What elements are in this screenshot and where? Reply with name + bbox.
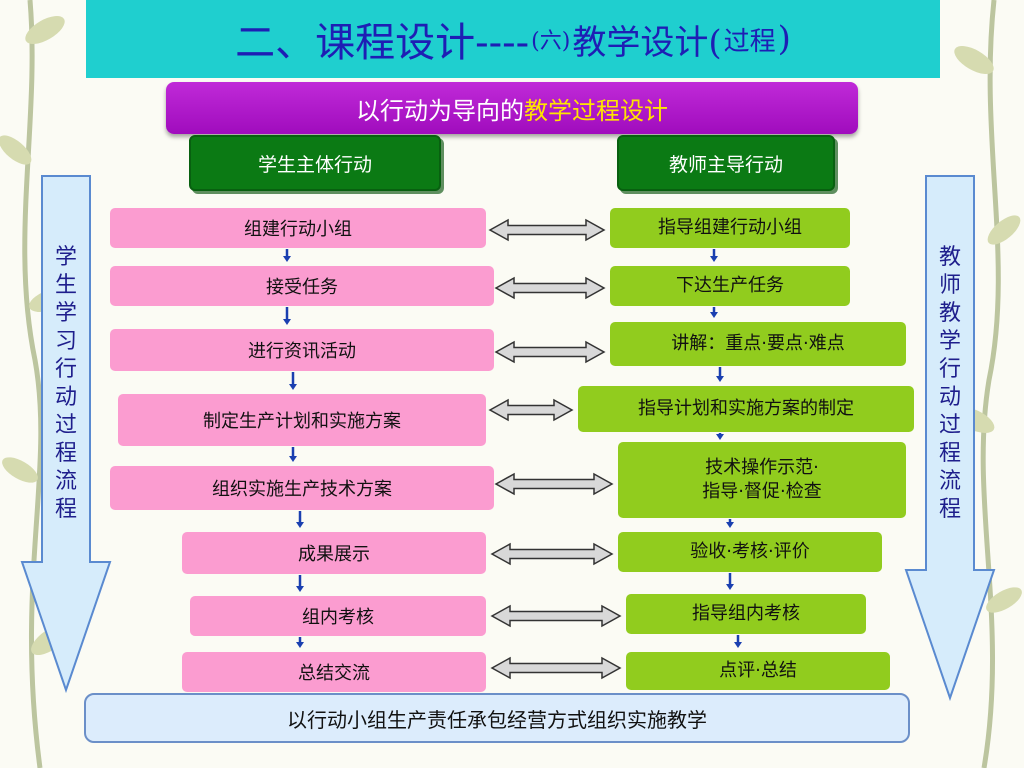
footer-text: 以行动小组生产责任承包经营方式组织实施教学 — [287, 707, 707, 732]
left-flow-char-5: 行 — [54, 357, 77, 382]
down-connector-head-6 — [296, 586, 304, 592]
down-connector-head-2 — [283, 319, 291, 325]
down-connector-head-9 — [710, 312, 718, 318]
title-paren: (六) — [531, 29, 571, 54]
teacher-step-4: 指导计划和实施方案的制定 — [578, 386, 914, 432]
bidirectional-arrow-6 — [490, 542, 614, 566]
bidirectional-arrow-3 — [494, 340, 606, 364]
bidirectional-arrow-5 — [494, 472, 614, 496]
left-flow-char-10: 程 — [54, 497, 77, 522]
footer-banner: 以行动小组生产责任承包经营方式组织实施教学 — [84, 693, 910, 743]
subtitle-banner: 以行动为导向的教学过程设计 — [166, 82, 858, 134]
left-flow-arrow — [20, 175, 112, 694]
title-tail: 过程 — [723, 26, 776, 57]
subtitle-highlight: 教学过程设计 — [524, 96, 668, 125]
title-close: ) — [777, 19, 791, 59]
right-flow-char-1: 教 — [938, 245, 961, 270]
right-flow-char-10: 程 — [938, 497, 961, 522]
page-title: 二、课程设计---- (六) 教学设计( 过程 ) — [86, 0, 940, 78]
right-flow-label: 教师教学行动过程流程 — [930, 244, 970, 524]
left-flow-char-4: 习 — [54, 329, 77, 354]
title-mid: 教学设计( — [572, 22, 722, 63]
down-connector-head-5 — [296, 522, 304, 528]
down-connector-head-1 — [283, 256, 291, 262]
right-flow-char-5: 行 — [938, 357, 961, 382]
bidirectional-arrow-7 — [490, 604, 622, 628]
teacher-step-5-line-2: 指导·督促·检查 — [702, 481, 822, 502]
left-flow-char-8: 程 — [54, 441, 77, 466]
subtitle-prefix: 以行动为导向的 — [356, 96, 524, 125]
down-connector-head-7 — [296, 642, 304, 648]
left-flow-char-6: 动 — [54, 385, 77, 410]
right-flow-char-3: 教 — [938, 301, 961, 326]
right-flow-char-7: 过 — [938, 413, 961, 438]
teacher-step-2: 下达生产任务 — [610, 266, 850, 306]
student-step-5: 组织实施生产技术方案 — [110, 466, 494, 510]
down-connector-head-11 — [716, 434, 724, 440]
bidirectional-arrow-8 — [490, 656, 622, 680]
left-flow-char-7: 过 — [54, 413, 77, 438]
teacher-step-3: 讲解：重点·要点·难点 — [610, 322, 906, 366]
student-step-4: 制定生产计划和实施方案 — [118, 394, 486, 446]
student-step-2: 接受任务 — [110, 266, 494, 306]
right-flow-arrow — [904, 175, 996, 702]
down-connector-head-14 — [734, 642, 742, 648]
right-flow-char-2: 师 — [938, 273, 961, 298]
bidirectional-arrow-4 — [488, 398, 574, 422]
down-connector-head-13 — [726, 584, 734, 590]
left-flow-label: 学生学习行动过程流程 — [46, 244, 86, 524]
bidirectional-arrow-1 — [488, 218, 606, 242]
teacher-header: 教师主导行动 — [617, 135, 835, 191]
teacher-step-1: 指导组建行动小组 — [610, 208, 850, 248]
teacher-step-6: 验收·考核·评价 — [618, 532, 882, 572]
teacher-step-5: 技术操作示范· 指导·督促·检查 — [618, 442, 906, 518]
title-main: 二、课程设计---- — [235, 20, 530, 66]
teacher-step-8: 点评·总结 — [626, 652, 890, 690]
student-step-3: 进行资讯活动 — [110, 329, 494, 371]
down-connector-head-10 — [716, 376, 724, 382]
teacher-step-7: 指导组内考核 — [626, 594, 866, 634]
left-flow-char-1: 学 — [54, 245, 77, 270]
left-flow-char-9: 流 — [54, 469, 77, 494]
left-flow-char-2: 生 — [54, 273, 77, 298]
down-connector-head-8 — [710, 256, 718, 262]
down-connector-head-12 — [726, 522, 734, 528]
right-flow-char-8: 程 — [938, 441, 961, 466]
bidirectional-arrow-2 — [494, 276, 606, 300]
teacher-step-5-line-1: 技术操作示范· — [705, 457, 819, 478]
down-connector-head-3 — [289, 384, 297, 390]
student-header: 学生主体行动 — [189, 135, 441, 191]
student-step-8: 总结交流 — [182, 652, 486, 692]
student-step-1: 组建行动小组 — [110, 208, 486, 248]
right-flow-char-6: 动 — [938, 385, 961, 410]
right-flow-char-4: 学 — [938, 329, 961, 354]
student-step-7: 组内考核 — [190, 596, 486, 636]
right-flow-char-9: 流 — [938, 469, 961, 494]
student-step-6: 成果展示 — [182, 532, 486, 574]
title-bar: 二、课程设计---- (六) 教学设计( 过程 ) — [86, 0, 940, 78]
down-connector-head-4 — [289, 456, 297, 462]
left-flow-char-3: 学 — [54, 301, 77, 326]
